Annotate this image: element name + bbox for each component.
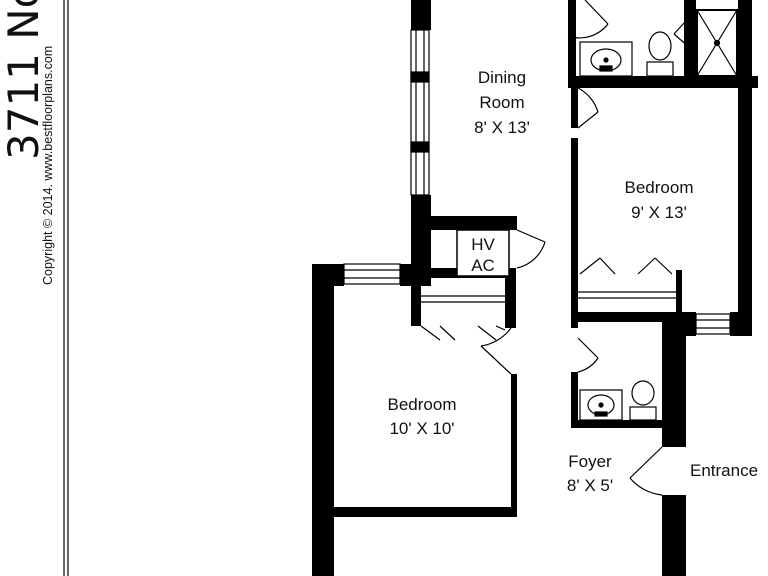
shower-icon xyxy=(696,9,738,77)
side-title: 3711 No xyxy=(0,0,48,160)
bedroom-left-size: 10' X 10' xyxy=(389,419,454,438)
door-entrance xyxy=(629,446,663,496)
side-copyright-group: Copyright © 2014. www.bestfloorplans.com xyxy=(41,46,55,285)
wall-segment xyxy=(738,0,752,335)
wall-segment xyxy=(312,264,344,286)
wall-segment xyxy=(676,270,682,320)
dining-room-size: 8' X 13' xyxy=(474,118,530,137)
wall-segment xyxy=(505,278,516,328)
bedroom-left-label: Bedroom xyxy=(388,395,457,414)
entrance-label: Entrance xyxy=(690,461,758,480)
wall-segment xyxy=(312,264,334,576)
foyer-label: Foyer xyxy=(568,452,612,471)
toilet-lower-icon xyxy=(629,380,657,421)
bedroom-right-label: Bedroom xyxy=(625,178,694,197)
hvac-label-2: AC xyxy=(471,256,495,275)
door-bath-lower xyxy=(577,337,599,373)
window-dining-left xyxy=(410,29,430,196)
door-hvac xyxy=(516,229,546,269)
door-shower xyxy=(673,9,697,49)
wall-segment xyxy=(578,312,690,322)
wall-segment xyxy=(411,0,431,30)
wall-segment xyxy=(571,138,578,328)
bedroom-right-size: 9' X 13' xyxy=(631,203,687,222)
door-bedroom-right xyxy=(577,87,599,129)
wall-segment xyxy=(662,495,686,576)
foyer-size: 8' X 5' xyxy=(567,476,613,495)
copyright-text: Copyright © 2014. www.bestfloorplans.com xyxy=(41,46,55,285)
sink-top-icon xyxy=(579,41,633,77)
wall-segment xyxy=(400,264,431,286)
wall-segment xyxy=(411,278,421,326)
window-bedroom-left xyxy=(343,263,401,285)
fixtures xyxy=(579,9,738,421)
wall-segment xyxy=(511,374,517,509)
wall-segment xyxy=(571,372,578,427)
window-bedroom-right xyxy=(695,313,731,335)
dining-room-label-2: Room xyxy=(479,93,524,112)
wall-segment xyxy=(662,322,686,447)
dining-room-label-1: Dining xyxy=(478,68,526,87)
hvac-label-1: HV xyxy=(471,235,495,254)
wall-segment xyxy=(411,216,517,230)
door-closet-left xyxy=(420,325,506,341)
closet-shelf-right xyxy=(578,291,676,299)
door-closet-right xyxy=(579,257,673,275)
closet-shelf-left xyxy=(421,295,505,303)
wall-segment xyxy=(568,76,758,88)
margin-rules xyxy=(63,0,69,576)
door-bath-top xyxy=(567,0,609,39)
wall-segment xyxy=(334,507,517,517)
toilet-top-icon xyxy=(646,31,674,77)
windows xyxy=(343,29,731,335)
door-bedroom-left xyxy=(480,327,512,375)
wall-segment xyxy=(571,88,578,128)
doors xyxy=(420,0,697,496)
wall-segment xyxy=(503,216,517,230)
walls xyxy=(312,0,758,576)
room-labels: Dining Room 8' X 13' Bedroom 9' X 13' Be… xyxy=(388,68,759,495)
wall-segment xyxy=(730,312,752,336)
side-title-group: 3711 No xyxy=(0,0,48,160)
hvac-unit: HV AC xyxy=(456,229,510,277)
closets xyxy=(421,291,676,303)
wall-segment xyxy=(684,312,696,336)
sink-lower-icon xyxy=(579,389,623,421)
wall-segment xyxy=(571,420,666,428)
wall-segment xyxy=(568,0,576,80)
